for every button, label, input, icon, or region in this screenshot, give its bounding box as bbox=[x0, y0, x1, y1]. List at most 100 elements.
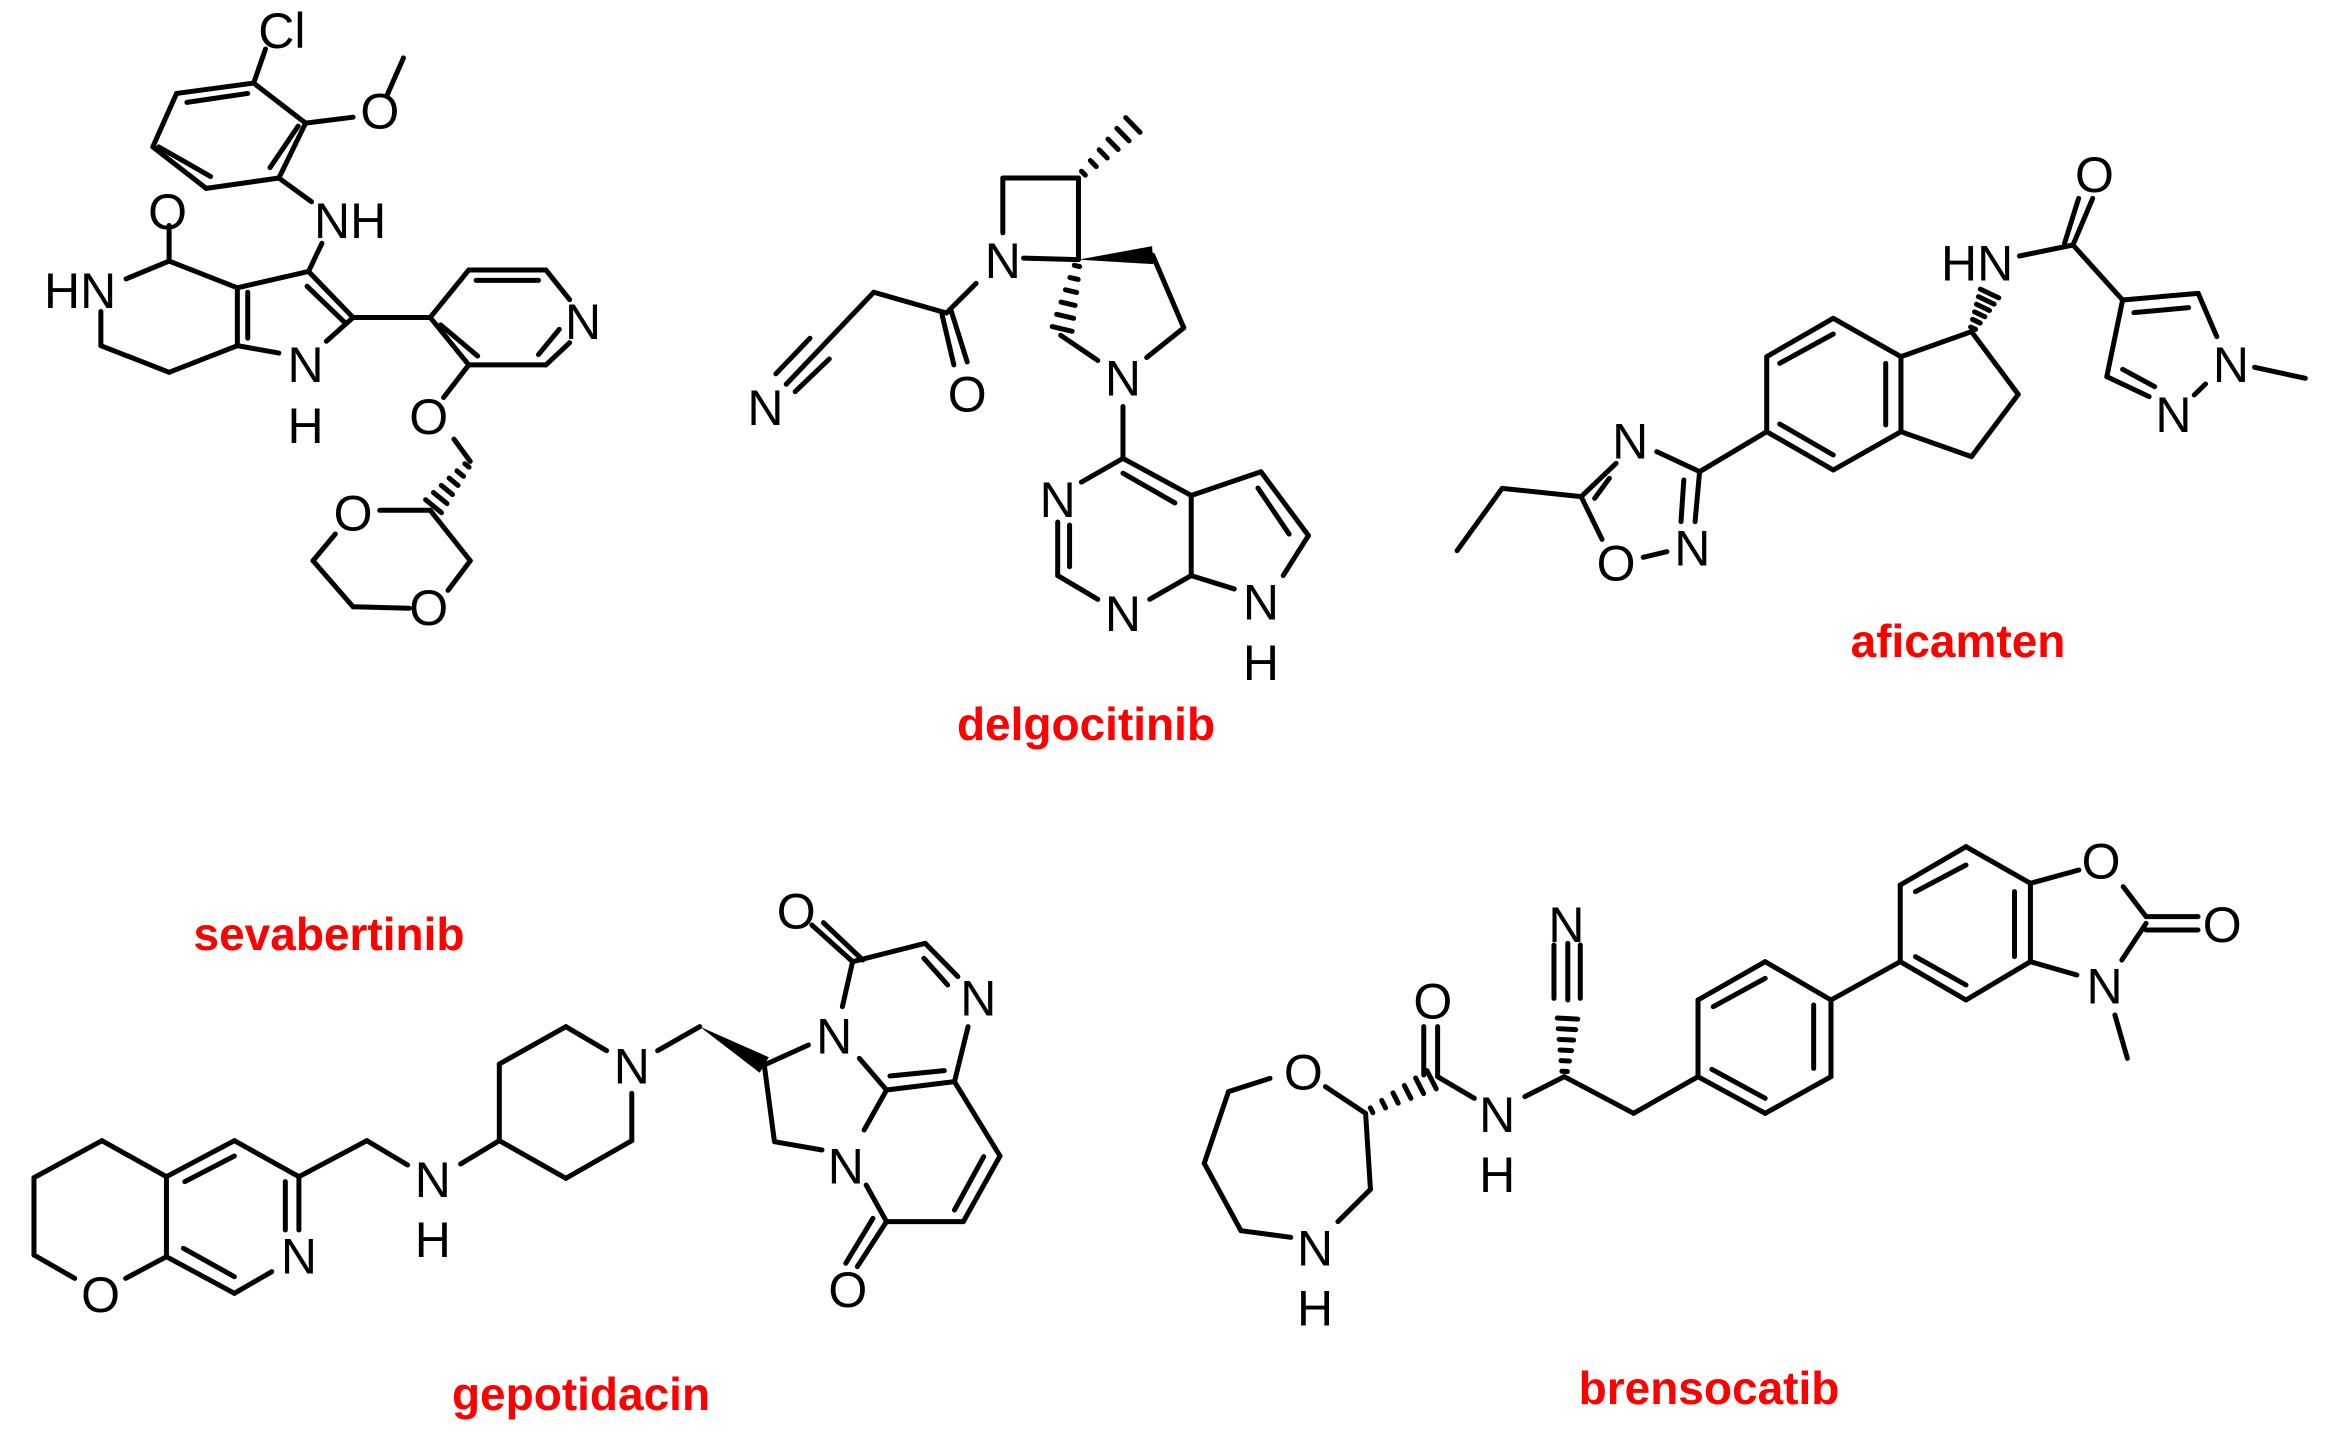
hash-stripe bbox=[1401, 1082, 1414, 1101]
bond bbox=[1692, 469, 1703, 525]
bond bbox=[1762, 1074, 1834, 1116]
hash-stripe bbox=[462, 461, 472, 470]
bond bbox=[1777, 331, 1836, 366]
hash-stripe bbox=[1554, 1015, 1581, 1022]
bond bbox=[1764, 429, 1836, 473]
bond bbox=[856, 1055, 890, 1093]
atom-label: N bbox=[565, 294, 601, 350]
atom-label: H bbox=[1297, 1280, 1333, 1336]
atom-label: N bbox=[2086, 959, 2122, 1015]
hash-stripe bbox=[446, 475, 461, 488]
bond bbox=[1963, 844, 2033, 886]
bond bbox=[1435, 1074, 1477, 1101]
hash-stripe bbox=[1970, 316, 1983, 326]
bond bbox=[2062, 195, 2082, 246]
bond bbox=[563, 1138, 635, 1181]
atom-label: N bbox=[1548, 897, 1584, 953]
bond bbox=[761, 1042, 811, 1068]
hash-stripe bbox=[1968, 324, 1979, 332]
bond bbox=[1968, 329, 2021, 397]
bond bbox=[2195, 290, 2220, 340]
bond bbox=[496, 1138, 569, 1181]
hash-stripe bbox=[1413, 1075, 1427, 1097]
atom-label: N bbox=[281, 1229, 317, 1285]
bond bbox=[1188, 573, 1237, 592]
bond bbox=[1522, 1074, 1567, 1100]
wedge-bond bbox=[1078, 246, 1154, 265]
bond bbox=[234, 343, 282, 356]
bond bbox=[2104, 297, 2126, 380]
bond bbox=[438, 322, 481, 359]
bond bbox=[1678, 477, 1687, 525]
bond bbox=[1968, 391, 2021, 460]
bond bbox=[2070, 195, 2096, 248]
bond bbox=[163, 1254, 237, 1296]
bond bbox=[150, 144, 209, 191]
bond bbox=[2027, 959, 2080, 978]
bond bbox=[99, 1138, 169, 1180]
bond bbox=[1201, 1089, 1231, 1166]
atom-label: N bbox=[1105, 350, 1141, 406]
bond bbox=[1255, 485, 1292, 537]
atom-label: O bbox=[2075, 147, 2114, 203]
bond bbox=[1058, 332, 1101, 363]
hash-stripe bbox=[1105, 136, 1121, 152]
bond bbox=[887, 1068, 947, 1079]
atom-label: N bbox=[960, 970, 996, 1026]
atom-label: HN bbox=[1941, 235, 2013, 291]
bond bbox=[1454, 485, 1505, 554]
bond bbox=[543, 340, 573, 368]
hashed-bond bbox=[1079, 115, 1143, 178]
bond bbox=[535, 326, 562, 358]
bond bbox=[441, 362, 472, 401]
atom-label: N bbox=[1105, 586, 1141, 642]
bond bbox=[1912, 954, 1969, 988]
bond bbox=[1147, 573, 1194, 602]
atom-label: N bbox=[747, 380, 783, 436]
bond bbox=[854, 1219, 890, 1270]
bond bbox=[180, 1245, 237, 1280]
atom-label: O bbox=[2082, 834, 2121, 890]
hash-stripe bbox=[1058, 299, 1078, 308]
bond bbox=[2252, 364, 2308, 381]
bond bbox=[2104, 374, 2152, 400]
name-gepotidacin: gepotidacin bbox=[452, 1368, 710, 1420]
bond bbox=[1578, 494, 1605, 542]
atom-label: O bbox=[409, 389, 448, 445]
bond bbox=[2120, 366, 2158, 390]
atom-label: O bbox=[334, 485, 373, 541]
bond bbox=[1695, 1074, 1768, 1116]
bond bbox=[2191, 381, 2209, 398]
atom-label: Cl bbox=[258, 3, 305, 59]
atom-label: O bbox=[828, 1262, 867, 1318]
atom-label: N bbox=[828, 1139, 864, 1195]
bond bbox=[839, 959, 856, 1010]
hash-stripe bbox=[1079, 168, 1088, 178]
bond bbox=[771, 1139, 825, 1153]
bond bbox=[458, 1138, 502, 1167]
bond bbox=[251, 80, 309, 126]
bond bbox=[922, 940, 961, 980]
bond bbox=[98, 343, 172, 375]
atom-label: N bbox=[614, 1039, 650, 1095]
atom-label: NH bbox=[314, 193, 386, 249]
bond bbox=[1335, 1186, 1373, 1225]
bond bbox=[2119, 920, 2149, 963]
bond bbox=[655, 1024, 703, 1054]
hash-stripe bbox=[1087, 158, 1099, 170]
bond bbox=[1201, 1160, 1244, 1234]
hash-stripe bbox=[1557, 1047, 1575, 1054]
atom-label: H bbox=[1479, 1147, 1515, 1203]
bond bbox=[951, 1079, 1003, 1159]
hash-stripe bbox=[454, 468, 467, 479]
bond bbox=[427, 507, 473, 564]
bond bbox=[1830, 315, 1904, 360]
bond bbox=[306, 268, 356, 320]
hashed-bond bbox=[1367, 1068, 1439, 1116]
bond bbox=[427, 314, 472, 368]
bond bbox=[174, 80, 257, 96]
bond bbox=[184, 90, 251, 105]
hash-stripe bbox=[1390, 1090, 1401, 1106]
bond bbox=[364, 1138, 411, 1168]
